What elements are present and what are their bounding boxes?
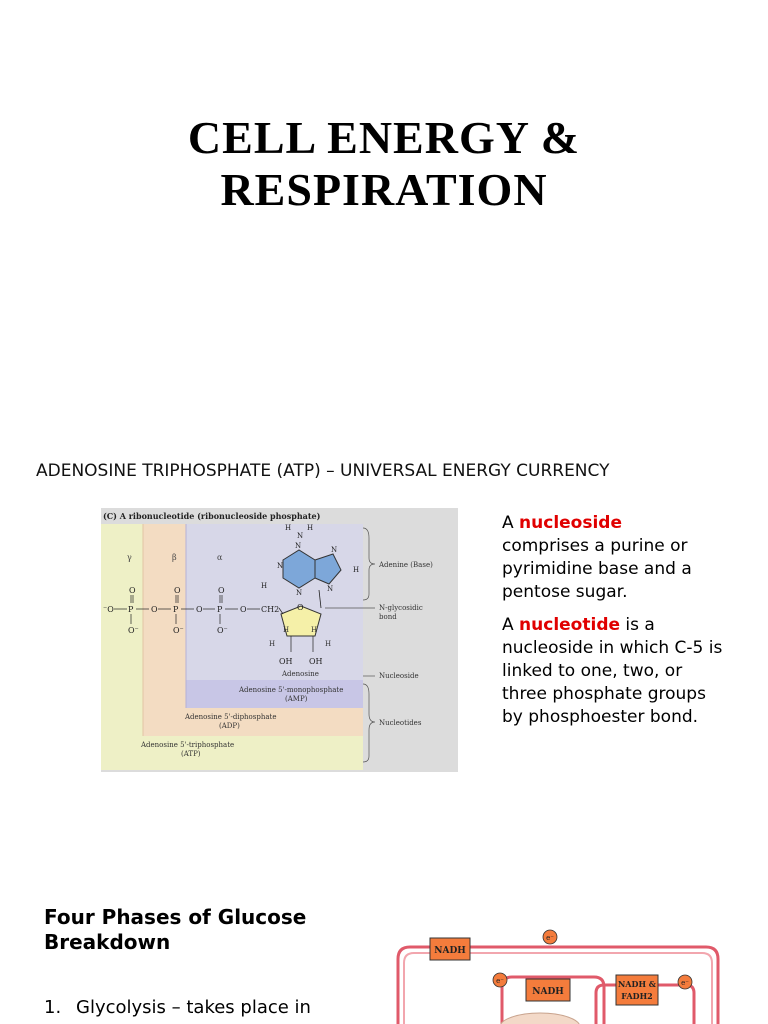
electron-transport-diagram: NADH NADH NADH & FADH2 e⁻ e⁻ e⁻	[390, 915, 730, 1024]
svg-text:e⁻: e⁻	[496, 977, 504, 985]
phosphate-chain: O O O ⁻O P O P O P O CH2	[103, 586, 279, 635]
phase-text: Glycolysis – takes place in	[76, 997, 311, 1018]
alpha-label: α	[217, 553, 223, 562]
svg-text:N: N	[331, 546, 337, 554]
nadh-label-1: NADH	[434, 946, 466, 956]
beta-label: β	[172, 553, 177, 562]
phase-number: 1.	[44, 997, 62, 1018]
n-glycosidic-label-2: bond	[379, 613, 397, 621]
svg-text:O: O	[240, 605, 247, 614]
nadh-box-2	[525, 978, 571, 1002]
page-title: CELL ENERGY & RESPIRATION	[0, 112, 768, 216]
adp-label-1: Adenosine 5'-diphosphate	[184, 713, 277, 721]
svg-text:CH2: CH2	[261, 605, 279, 614]
svg-text:H: H	[325, 640, 331, 648]
svg-text:H: H	[283, 626, 289, 634]
nadh-fadh-label-2: FADH2	[621, 991, 652, 1001]
svg-text:H: H	[311, 626, 317, 634]
adenine-label: Adenine (Base)	[378, 561, 433, 569]
svg-text:O: O	[129, 586, 136, 595]
phase-list-item: 1. Glycolysis – takes place in	[44, 997, 334, 1018]
figure-caption: (C) A ribonucleotide (ribonucleoside pho…	[103, 511, 321, 521]
nucleotide-definition: A nucleotide is a nucleoside in which C-…	[502, 615, 723, 727]
svg-text:H: H	[285, 524, 291, 532]
svg-text:N: N	[295, 542, 301, 550]
ribonucleotide-diagram: (C) A ribonucleotide (ribonucleoside pho…	[101, 508, 458, 772]
svg-text:P: P	[217, 605, 223, 614]
nucleoside-term: nucleoside	[519, 513, 623, 533]
svg-text:H: H	[353, 566, 359, 574]
svg-text:P: P	[173, 605, 179, 614]
nadh-label-2: NADH	[532, 987, 564, 997]
svg-text:H: H	[261, 582, 267, 590]
adenine-base: N N N N N H H N H H	[261, 524, 359, 609]
nucleoside-label: Nucleoside	[379, 672, 419, 680]
nucleoside-definition: A nucleoside comprises a purine or pyrim…	[502, 513, 692, 602]
n-glycosidic-label-1: N-glycosidic	[379, 604, 423, 612]
mitochondrion-icon	[500, 1012, 580, 1024]
outer-membrane	[396, 945, 720, 1024]
title-line-2: RESPIRATION	[220, 164, 548, 215]
electron-icon-3	[677, 974, 693, 990]
svg-text:O: O	[151, 605, 158, 614]
svg-text:O: O	[174, 586, 181, 595]
svg-text:OH: OH	[279, 657, 293, 666]
bracket-lines	[325, 527, 376, 763]
svg-text:H: H	[269, 640, 275, 648]
nadh-fadh-label-1: NADH &	[618, 979, 657, 989]
svg-text:⁻O: ⁻O	[103, 605, 114, 614]
nucleotide-term: nucleotide	[519, 615, 621, 635]
atp-label-2: (ATP)	[181, 750, 201, 758]
title-line-1: CELL ENERGY &	[187, 112, 581, 163]
nadh-fadh-box	[615, 974, 659, 1006]
svg-text:O⁻: O⁻	[128, 626, 139, 635]
svg-text:N: N	[277, 562, 283, 570]
adp-label-2: (ADP)	[219, 722, 240, 730]
svg-text:e⁻: e⁻	[681, 979, 689, 987]
atp-heading: ADENOSINE TRIPHOSPHATE (ATP) – UNIVERSAL…	[36, 461, 610, 481]
svg-text:e⁻: e⁻	[546, 934, 554, 942]
nadh-box-1	[429, 937, 471, 961]
svg-text:H: H	[307, 524, 313, 532]
svg-text:Adenosine: Adenosine	[281, 670, 319, 678]
svg-text:N: N	[297, 532, 303, 540]
amp-label-1: Adenosine 5'-monophosphate	[238, 686, 343, 694]
svg-text:O⁻: O⁻	[217, 626, 228, 635]
electron-icon-2	[492, 972, 508, 988]
ribose-ring: O H H H H OH OH Adenosine	[269, 603, 331, 678]
amp-label-2: (AMP)	[285, 695, 308, 703]
svg-text:O: O	[218, 586, 225, 595]
phases-heading: Four Phases of Glucose Breakdown	[44, 905, 307, 954]
nucleotide-description: A nucleoside comprises a purine or pyrim…	[502, 512, 732, 739]
atp-label-1: Adenosine 5'-triphosphate	[140, 741, 234, 749]
svg-text:N: N	[327, 585, 333, 593]
svg-text:OH: OH	[309, 657, 323, 666]
gamma-label: γ	[127, 553, 132, 562]
svg-text:N: N	[296, 589, 302, 597]
svg-text:O: O	[297, 603, 304, 612]
nucleoside-area	[186, 524, 363, 680]
svg-text:O: O	[196, 605, 203, 614]
nucleotides-label: Nucleotides	[379, 719, 422, 727]
electron-icon-1	[542, 929, 558, 945]
svg-text:P: P	[128, 605, 134, 614]
atp-structure-figure: (C) A ribonucleotide (ribonucleoside pho…	[101, 508, 458, 772]
svg-text:O⁻: O⁻	[173, 626, 184, 635]
